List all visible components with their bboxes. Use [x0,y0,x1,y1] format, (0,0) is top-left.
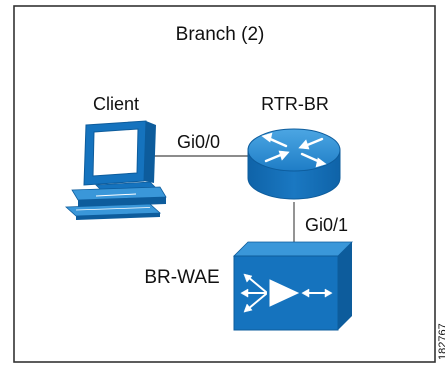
branch-title: Branch (2) [176,24,265,45]
branch-frame [13,5,436,363]
link-label-gi0-1: Gi0/1 [305,215,348,235]
link-label-gi0-0: Gi0/0 [177,132,220,152]
router-icon [247,128,341,200]
figure-id: 182767 [437,323,445,360]
wae-label: BR-WAE [144,267,219,288]
client-label: Client [93,94,139,114]
router-label: RTR-BR [261,94,329,114]
workstation-icon [64,120,167,220]
wae-appliance-icon [233,241,353,331]
